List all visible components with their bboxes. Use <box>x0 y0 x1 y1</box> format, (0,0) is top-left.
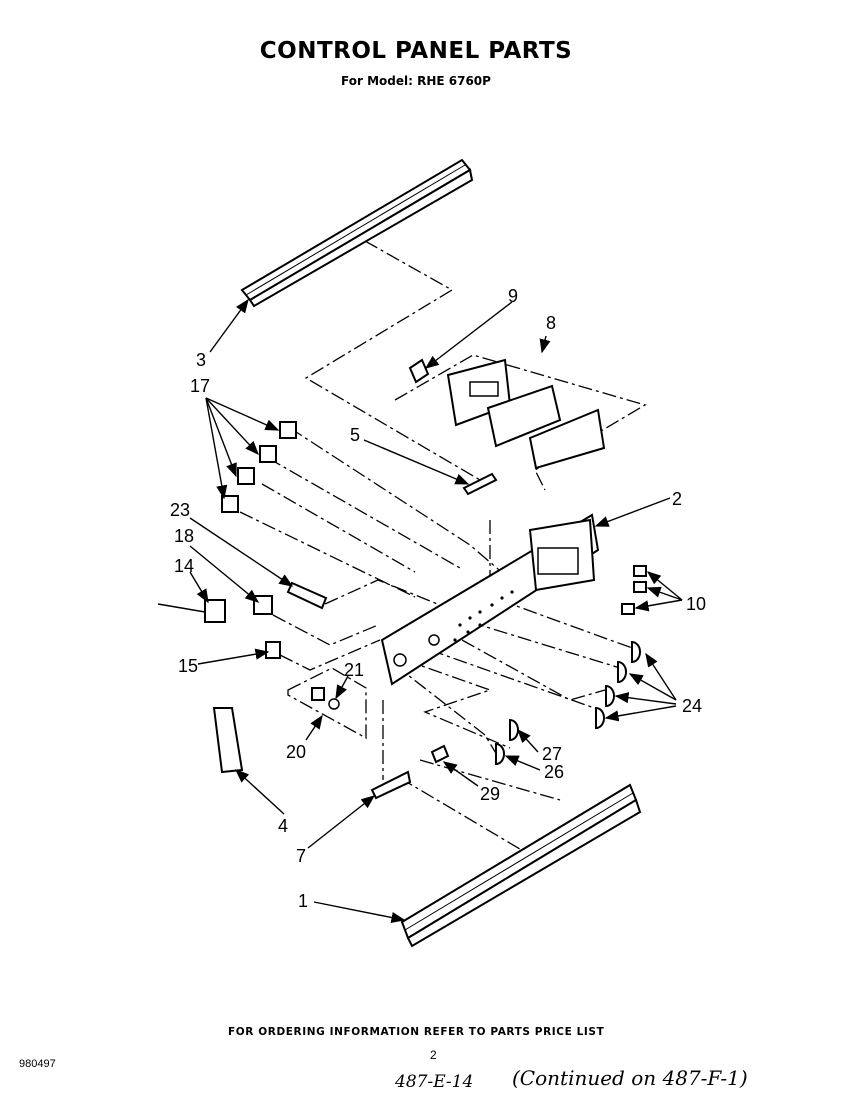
callout-20: 20 <box>286 742 306 762</box>
callout-9: 9 <box>508 286 518 306</box>
callout-17: 17 <box>190 376 210 396</box>
handwritten-reference: 487-E-14 <box>395 1072 474 1092</box>
callout-21: 21 <box>344 660 364 680</box>
document-number: 980497 <box>19 1058 56 1070</box>
lamp-parts <box>311 687 340 710</box>
infinite-switch-group <box>221 421 297 513</box>
spacers <box>621 565 647 615</box>
callout-1: 1 <box>298 891 308 911</box>
callout-14: 14 <box>174 556 194 576</box>
handwritten-continued-note: (Continued on 487-F-1) <box>512 1066 748 1090</box>
main-control-panel <box>380 513 600 686</box>
page-number: 2 <box>430 1048 437 1062</box>
callout-4: 4 <box>278 816 288 836</box>
callout-26: 26 <box>544 762 564 782</box>
selector-switch <box>253 595 273 615</box>
oven-knobs <box>495 718 519 766</box>
callout-27: 27 <box>542 744 562 764</box>
knobs <box>595 640 641 730</box>
callout-5: 5 <box>350 425 360 445</box>
model-subtitle: For Model: RHE 6760P <box>341 74 491 88</box>
leader-lines <box>189 298 683 924</box>
callout-7: 7 <box>296 846 306 866</box>
end-cap <box>212 707 244 774</box>
callout-labels: 1 2 3 4 5 7 8 9 10 14 15 17 18 20 21 23 … <box>170 286 706 911</box>
callout-2: 2 <box>672 489 682 509</box>
callout-10: 10 <box>686 594 706 614</box>
bottom-trim-rail <box>400 783 642 948</box>
oven-thermostat <box>286 581 328 610</box>
page-title: CONTROL PANEL PARTS <box>259 38 573 64</box>
callout-3: 3 <box>196 350 206 370</box>
top-trim-rail <box>240 158 474 308</box>
small-switch <box>265 641 281 659</box>
panel-bracket <box>462 472 498 496</box>
clock-clip <box>408 358 430 384</box>
assembly-guide-lines <box>239 240 647 856</box>
signal-light <box>157 599 226 623</box>
callout-29: 29 <box>480 784 500 804</box>
callout-18: 18 <box>174 526 194 546</box>
callout-23: 23 <box>170 500 190 520</box>
knob-clip <box>430 744 450 764</box>
callout-15: 15 <box>178 656 198 676</box>
clock-assembly <box>446 358 606 470</box>
ordering-note: FOR ORDERING INFORMATION REFER TO PARTS … <box>228 1026 605 1038</box>
callout-8: 8 <box>546 313 556 333</box>
callout-24: 24 <box>682 696 702 716</box>
bottom-clip <box>370 770 412 800</box>
